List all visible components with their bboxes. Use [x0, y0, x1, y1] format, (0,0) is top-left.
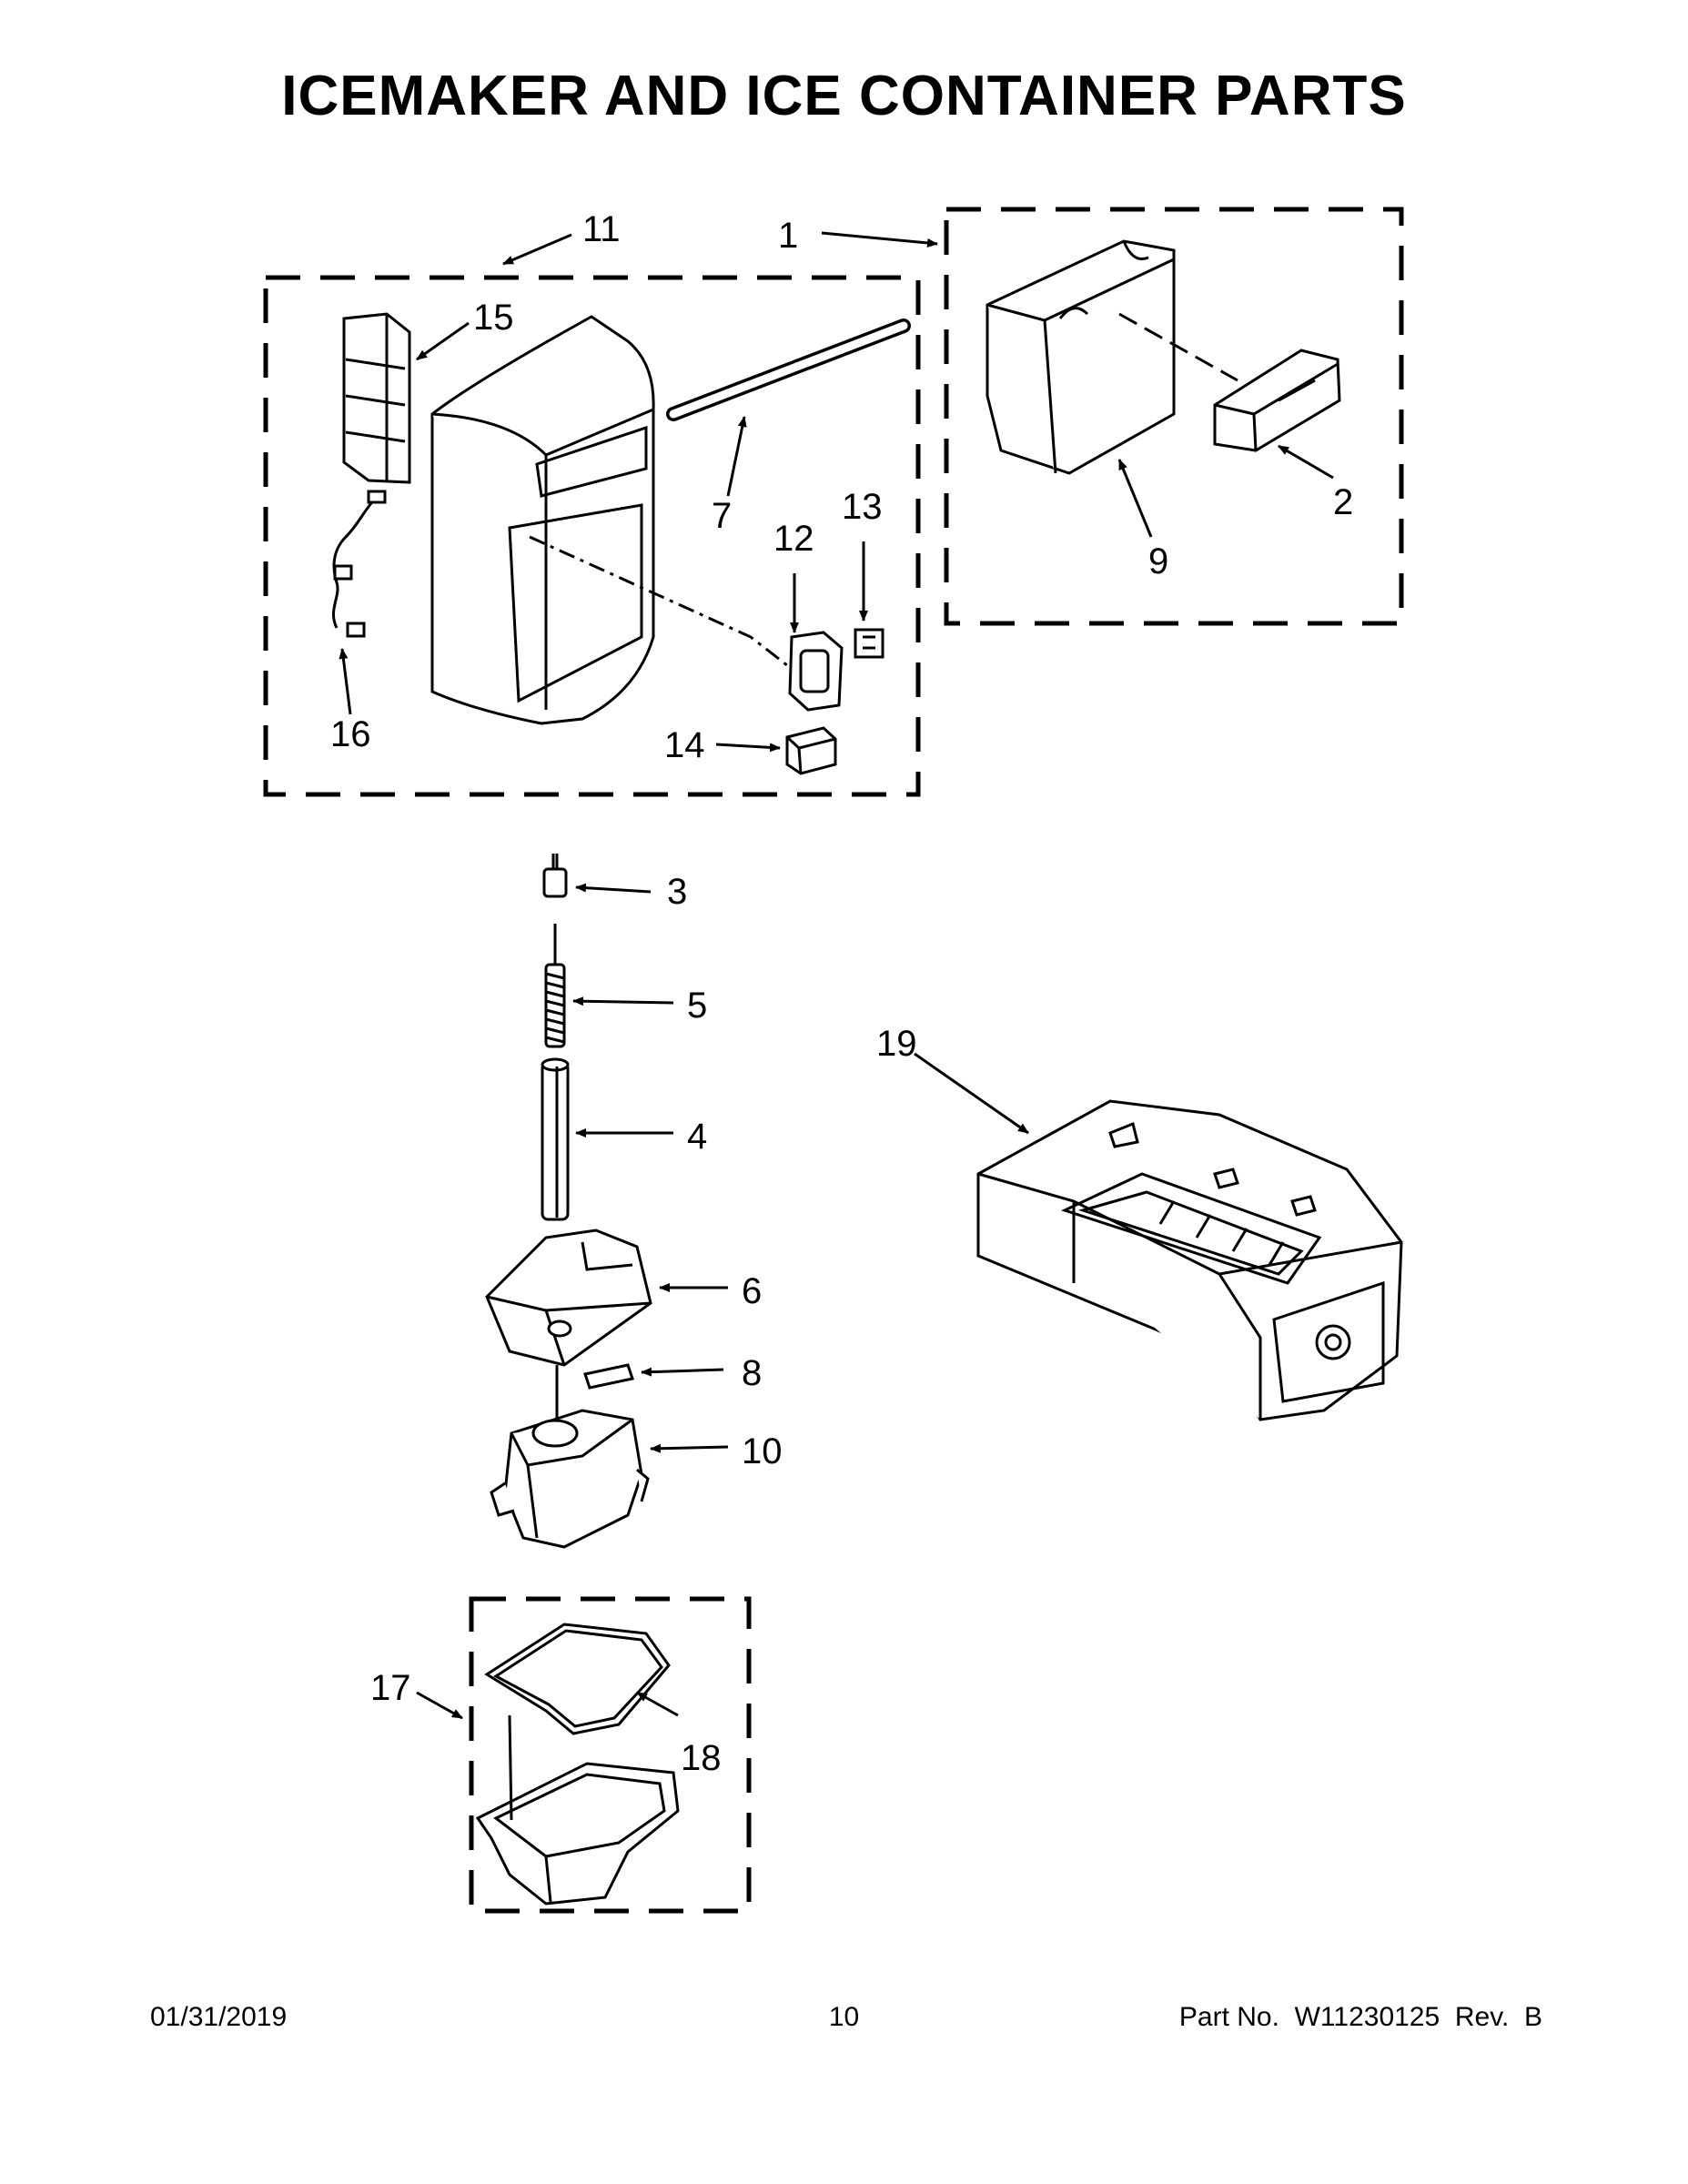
- arrow-3: [575, 883, 652, 894]
- arrow-7: [726, 416, 747, 497]
- assembly-line-9-2: [1118, 312, 1238, 382]
- callout-arrows: [339, 231, 1334, 1720]
- callout-16: 16: [330, 714, 371, 754]
- assembly-line-11: [529, 535, 793, 671]
- arrow-9: [1117, 459, 1153, 538]
- arrow-16: [339, 648, 352, 715]
- callout-19: 19: [876, 1024, 917, 1064]
- part-8-clip: [583, 1363, 634, 1390]
- arrow-19: [914, 1052, 1029, 1135]
- callout-6: 6: [742, 1271, 762, 1311]
- arrow-15: [416, 321, 470, 361]
- part-9-ice-container: [986, 239, 1176, 475]
- callout-3: 3: [667, 872, 687, 912]
- callout-7: 7: [712, 496, 732, 536]
- arrow-2: [1278, 444, 1334, 480]
- callout-13: 13: [842, 487, 883, 527]
- part-17-ice-bin: [475, 1714, 680, 1906]
- page-title: ICEMAKER AND ICE CONTAINER PARTS: [281, 65, 1407, 127]
- callout-2: 2: [1333, 482, 1353, 522]
- part-16-wire-harness: [331, 490, 387, 638]
- arrow-5: [572, 996, 674, 1006]
- arrow-18: [636, 1691, 679, 1717]
- callout-14: 14: [664, 725, 705, 765]
- callout-17: 17: [370, 1668, 411, 1708]
- callout-5: 5: [687, 986, 707, 1026]
- part-3-cap: [542, 854, 568, 898]
- part-12-bracket: [788, 631, 844, 712]
- part-18-gasket: [484, 1623, 671, 1735]
- callout-1: 1: [778, 216, 798, 256]
- part-6-tray-base: [485, 1228, 652, 1367]
- arrow-10: [650, 1443, 729, 1453]
- group-box-17: [469, 1596, 752, 1914]
- arrow-1: [821, 231, 938, 248]
- group-box-11: [263, 275, 921, 797]
- callout-9: 9: [1148, 541, 1168, 581]
- part-15-strip: [342, 312, 411, 484]
- part-11-housing: [430, 315, 655, 725]
- arrow-17: [416, 1691, 463, 1720]
- part-13-switch: [854, 628, 884, 659]
- arrow-11: [502, 233, 572, 266]
- part-14-relay: [785, 726, 837, 775]
- footer-part-number: Part No. W11230125 Rev. B: [1178, 2002, 1542, 2032]
- part-5-spring: [544, 924, 566, 1048]
- callout-15: 15: [473, 298, 514, 338]
- footer-date: 01/31/2019: [150, 2002, 288, 2032]
- part-7-rod: [666, 318, 911, 421]
- arrow-8: [641, 1367, 724, 1377]
- part-19-icemaker: [976, 1099, 1403, 1421]
- part-2-clip: [1213, 349, 1341, 452]
- part-4-shaft: [541, 1057, 570, 1221]
- group-box-1: [944, 207, 1404, 626]
- part-10-motor: [490, 1409, 650, 1549]
- callout-10: 10: [742, 1431, 783, 1471]
- callout-4: 4: [687, 1117, 707, 1157]
- callout-11: 11: [582, 209, 621, 249]
- footer-page-number: 10: [828, 2002, 860, 2032]
- callout-18: 18: [681, 1738, 722, 1778]
- callout-12: 12: [773, 519, 814, 559]
- arrow-14: [715, 743, 781, 753]
- callout-8: 8: [742, 1353, 762, 1393]
